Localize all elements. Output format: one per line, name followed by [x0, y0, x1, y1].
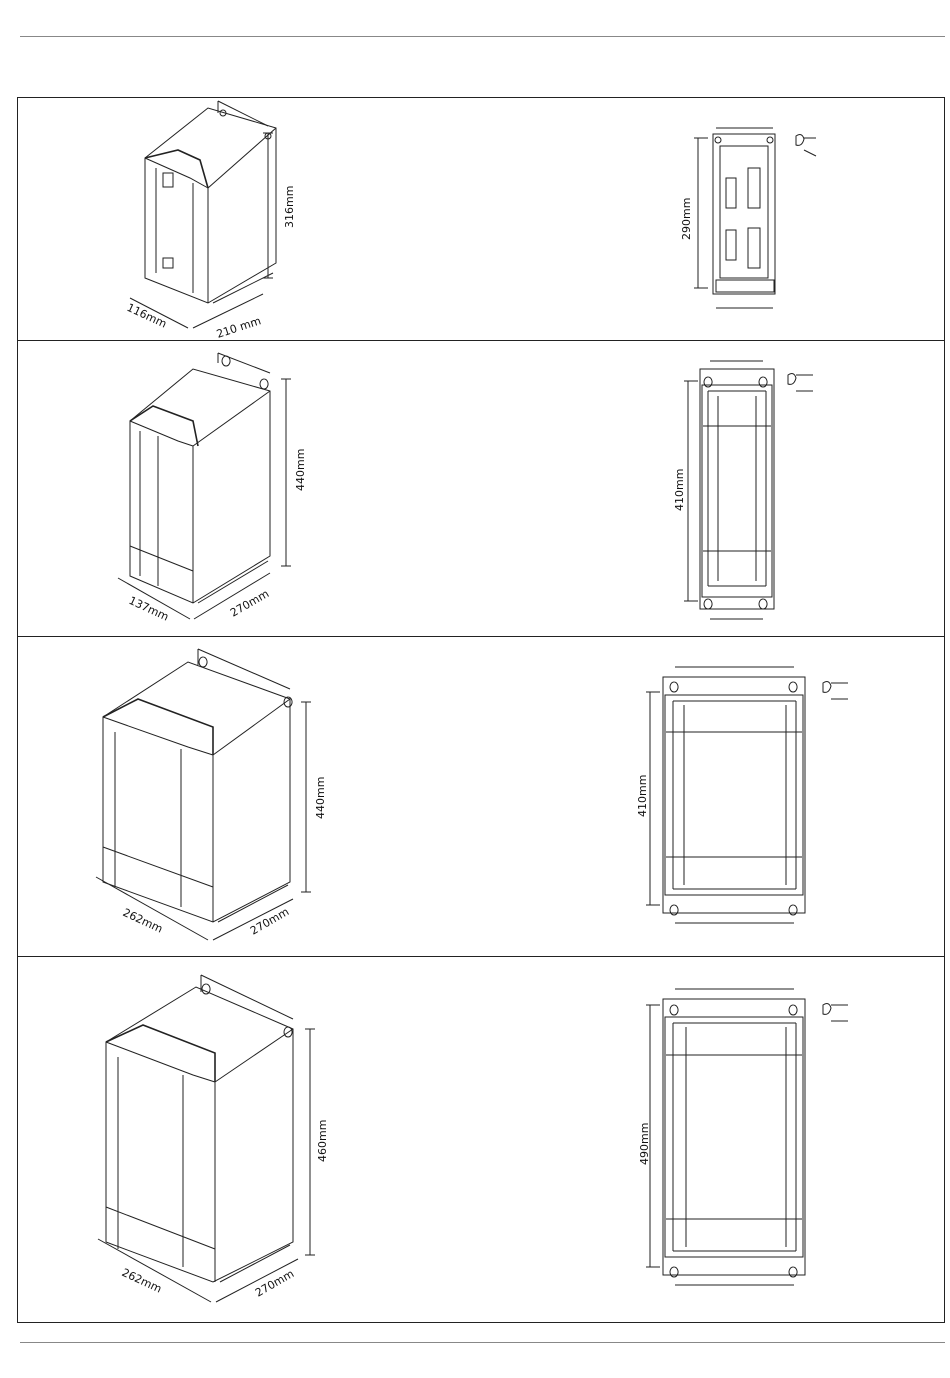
mounting-drawing-4: [646, 989, 848, 1285]
mounting-drawing-3: [646, 667, 848, 923]
row-model-1: 316mm 116mm 210 mm: [18, 98, 944, 341]
mounting-height-label: 290mm: [680, 198, 693, 240]
width-dimension-label: 270mm: [228, 587, 271, 619]
isometric-drawing-1: [130, 101, 276, 328]
width-dimension-label: 210 mm: [215, 314, 263, 341]
row-model-4: 460mm 262mm 270mm: [18, 957, 944, 1322]
height-dimension-label: 440mm: [314, 777, 327, 819]
isometric-drawing-3: [96, 649, 311, 940]
row-4-drawings: 460mm 262mm 270mm: [18, 957, 944, 1322]
depth-dimension-label: 116mm: [125, 301, 169, 331]
depth-dimension-label: 262mm: [120, 1266, 164, 1296]
row-model-3: 440mm 262mm 270mm: [18, 637, 944, 957]
mounting-drawing-1: [694, 128, 816, 308]
height-dimension-label: 460mm: [316, 1120, 329, 1162]
mounting-height-label: 490mm: [638, 1123, 651, 1165]
isometric-drawing-2: [118, 353, 291, 619]
height-dimension-label: 440mm: [294, 449, 307, 491]
width-dimension-label: 270mm: [253, 1267, 296, 1299]
row-2-drawings: 440mm 137mm 270mm: [18, 341, 944, 637]
header-rule: [20, 36, 945, 37]
width-dimension-label: 270mm: [248, 905, 291, 937]
isometric-drawing-4: [98, 975, 315, 1302]
height-dimension-label: 316mm: [283, 186, 296, 228]
footer-rule: [20, 1342, 945, 1343]
depth-dimension-label: 137mm: [127, 594, 171, 624]
mounting-height-label: 410mm: [636, 775, 649, 817]
dimension-table: 316mm 116mm 210 mm: [17, 97, 945, 1323]
row-model-2: 440mm 137mm 270mm: [18, 341, 944, 637]
mounting-height-label: 410mm: [673, 469, 686, 511]
row-1-drawings: 316mm 116mm 210 mm: [18, 98, 944, 341]
row-3-drawings: 440mm 262mm 270mm: [18, 637, 944, 957]
mounting-drawing-2: [684, 361, 813, 619]
depth-dimension-label: 262mm: [121, 906, 165, 936]
